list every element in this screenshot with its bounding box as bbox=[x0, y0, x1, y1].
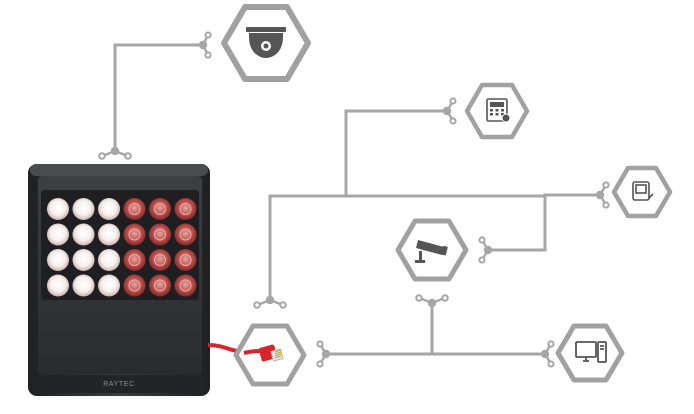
ir-led bbox=[149, 198, 171, 220]
ir-led-lens bbox=[179, 228, 192, 241]
fork-intercom bbox=[595, 181, 610, 209]
dome-camera-icon bbox=[246, 27, 286, 58]
ir-led bbox=[123, 198, 146, 220]
ir-led-lens bbox=[128, 228, 141, 241]
fork-connectors bbox=[98, 31, 610, 368]
ir-led bbox=[123, 249, 146, 271]
cctv-camera-icon bbox=[415, 240, 448, 263]
white-led bbox=[47, 198, 69, 220]
white-led bbox=[72, 249, 95, 271]
ir-led-lens bbox=[179, 279, 192, 292]
ir-led bbox=[123, 223, 146, 246]
ethernet-plug-icon bbox=[243, 344, 284, 362]
ir-illuminator: RAYTEC bbox=[28, 164, 210, 396]
illuminator-top-edge bbox=[30, 164, 208, 176]
fork-ethernet bbox=[316, 340, 331, 368]
white-led bbox=[72, 198, 95, 220]
ir-led bbox=[174, 274, 197, 297]
fork-cctv-camera bbox=[478, 236, 493, 264]
illuminator-base bbox=[32, 375, 206, 393]
ir-led-lens bbox=[154, 279, 166, 292]
white-led bbox=[47, 223, 69, 246]
ir-led-lens bbox=[154, 228, 166, 241]
white-led bbox=[47, 274, 69, 297]
intercom-hexagon[interactable] bbox=[611, 165, 673, 219]
desktop-computer-icon bbox=[575, 341, 607, 363]
ir-led bbox=[174, 223, 197, 246]
illuminator-brand-logo: RAYTEC bbox=[103, 381, 134, 388]
device-hexagons bbox=[221, 4, 673, 387]
ir-led bbox=[174, 249, 197, 271]
connector-lines bbox=[113, 43, 602, 356]
white-led bbox=[98, 223, 120, 246]
white-led bbox=[72, 274, 95, 297]
ir-led bbox=[149, 249, 171, 271]
white-led bbox=[98, 274, 120, 297]
fork-pc-workstation bbox=[540, 340, 555, 368]
fork-access-control bbox=[442, 97, 457, 125]
dome-camera-hexagon[interactable] bbox=[221, 4, 311, 82]
fork-illuminator-side bbox=[253, 295, 287, 309]
white-led bbox=[47, 249, 69, 271]
ir-led bbox=[149, 274, 171, 297]
ir-led bbox=[149, 223, 171, 246]
fork-network-drop bbox=[415, 294, 449, 308]
pc-workstation-hexagon[interactable] bbox=[555, 323, 625, 383]
line-cctv-to-intercom bbox=[486, 193, 547, 252]
access-control-hexagon[interactable] bbox=[464, 82, 530, 140]
ir-led-lens bbox=[128, 254, 141, 266]
cctv-camera-hexagon[interactable] bbox=[395, 218, 469, 282]
ir-led-lens bbox=[154, 254, 166, 266]
led-array bbox=[47, 198, 197, 297]
ir-led bbox=[123, 274, 146, 297]
line-illuminator-to-dome-camera bbox=[113, 43, 205, 153]
ir-led bbox=[174, 198, 197, 220]
white-led bbox=[72, 223, 95, 246]
intercom-monitor-icon bbox=[632, 181, 654, 201]
ethernet-hexagon[interactable] bbox=[233, 323, 307, 387]
ir-led-lens bbox=[179, 203, 192, 215]
white-led bbox=[98, 198, 120, 220]
ir-led-lens bbox=[154, 203, 166, 215]
white-led bbox=[98, 249, 120, 271]
access-control-keypad-icon bbox=[486, 98, 511, 123]
fork-dome-camera bbox=[198, 31, 212, 59]
ir-led-lens bbox=[128, 279, 141, 292]
ir-led-lens bbox=[128, 203, 141, 215]
line-to-intercom bbox=[344, 193, 602, 198]
ir-led-lens bbox=[179, 254, 192, 266]
fork-illuminator-top bbox=[98, 146, 132, 160]
